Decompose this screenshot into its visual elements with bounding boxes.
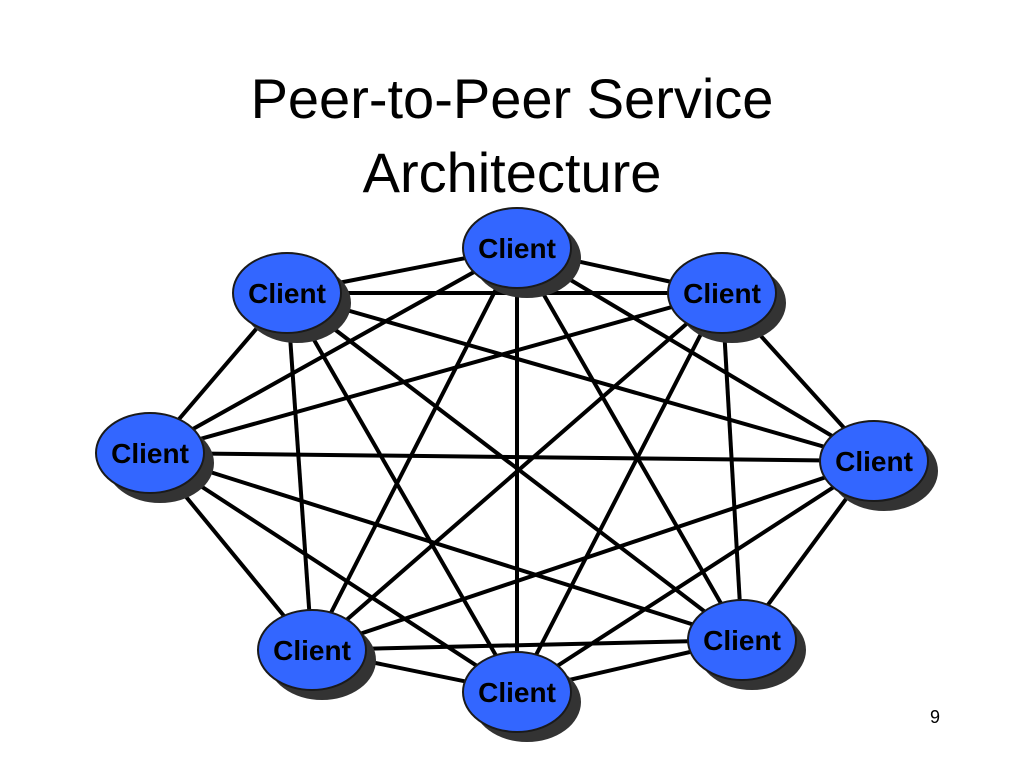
node-label: Client [273, 635, 351, 666]
edge-left-bottom [148, 451, 519, 694]
client-node-top: Client [462, 207, 581, 298]
edge-upper-left-lower-left [285, 292, 314, 651]
node-ellipse [462, 207, 572, 289]
slide-title: Peer-to-Peer Service Architecture [0, 62, 1024, 210]
node-label: Client [683, 278, 761, 309]
title-line-2: Architecture [362, 141, 662, 204]
edge-upper-left-lower-right [285, 291, 744, 642]
node-ellipse [462, 651, 572, 733]
node-ellipse [819, 420, 929, 502]
client-node-upper-left: Client [232, 252, 351, 343]
node-label: Client [478, 677, 556, 708]
edge-upper-left-bottom [285, 292, 519, 693]
node-ellipse [257, 609, 367, 691]
node-ellipse [95, 412, 205, 494]
edge-right-bottom [515, 459, 876, 694]
node-label: Client [248, 278, 326, 309]
edge-upper-left-right [286, 291, 875, 463]
title-line-1: Peer-to-Peer Service [250, 67, 774, 130]
edge-upper-right-lower-left [310, 291, 724, 652]
edge-top-left [149, 246, 518, 455]
node-ellipse [687, 599, 797, 681]
client-node-bottom: Client [462, 651, 581, 742]
client-node-left: Client [95, 412, 214, 503]
client-node-right: Client [819, 420, 938, 511]
edge-right-lower-left [311, 459, 875, 652]
client-node-lower-right: Client [687, 599, 806, 690]
edge-left-right [149, 451, 875, 463]
node-ellipse [232, 252, 342, 334]
client-node-upper-right: Client [667, 252, 786, 343]
edge-upper-right-bottom [515, 292, 724, 693]
node-label: Client [111, 438, 189, 469]
node-ellipse [667, 252, 777, 334]
edge-upper-right-left [149, 291, 723, 455]
node-label: Client [835, 446, 913, 477]
edge-upper-right-lower-right [720, 292, 744, 641]
client-node-lower-left: Client [257, 609, 376, 700]
edge-top-right [515, 246, 876, 463]
node-label: Client [703, 625, 781, 656]
edge-top-lower-right [515, 247, 744, 641]
node-label: Client [478, 233, 556, 264]
edge-lower-left-lower-right [311, 638, 743, 652]
page-number: 9 [929, 707, 940, 727]
edge-left-lower-right [149, 451, 743, 642]
